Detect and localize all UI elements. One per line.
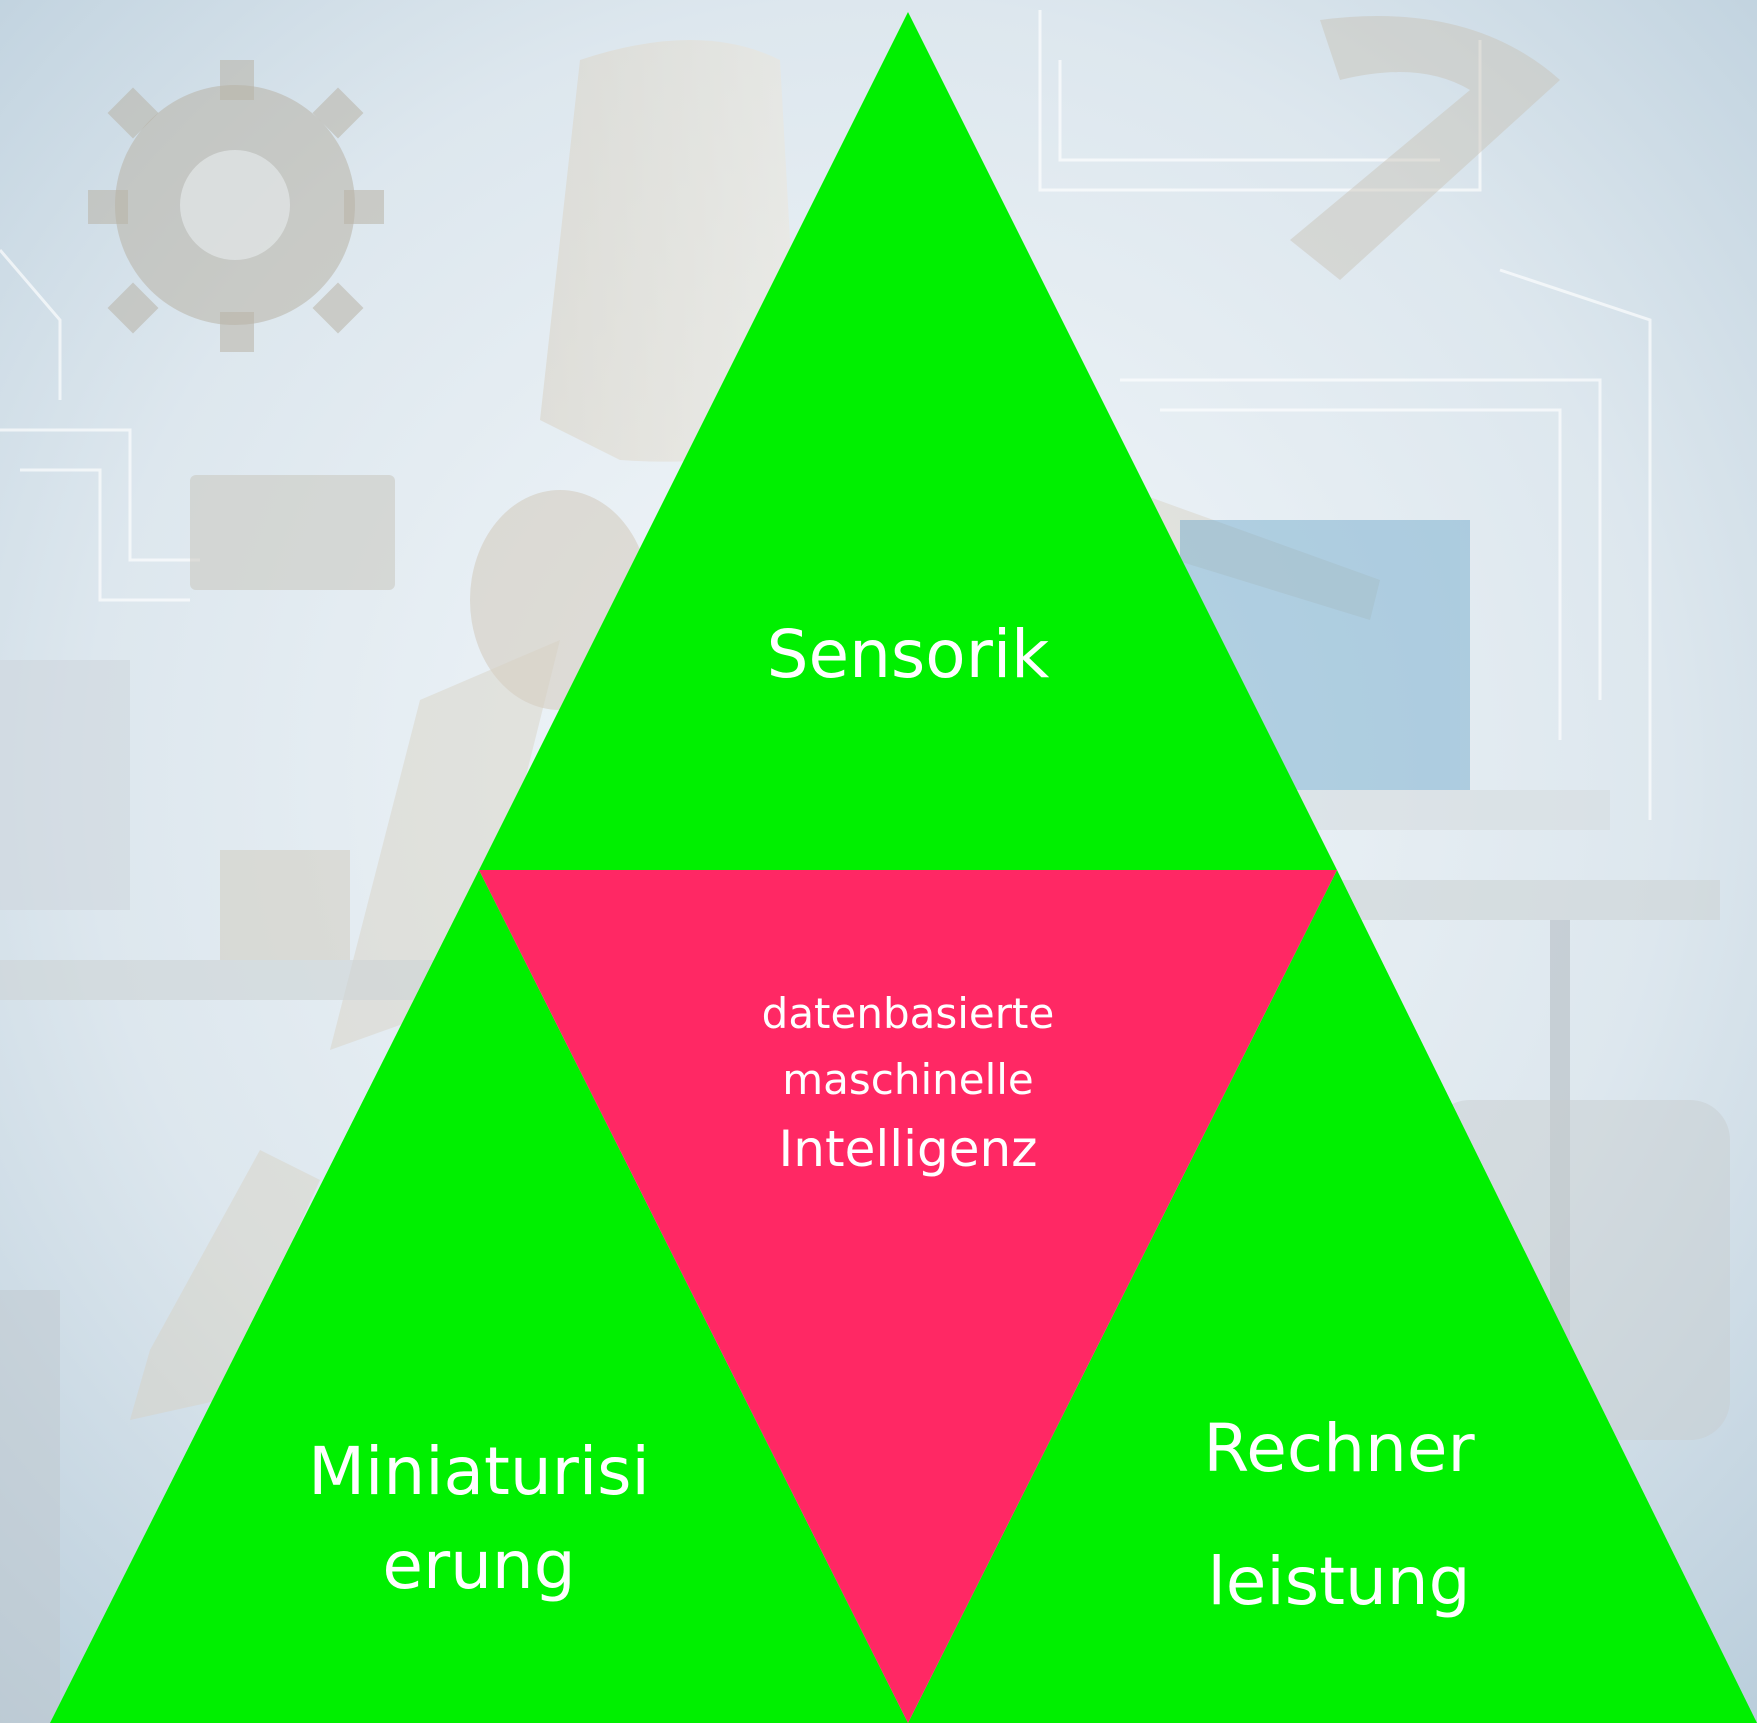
bottom-left-label-line-1: Miniaturisi (308, 1433, 650, 1510)
top-label: Sensorik (767, 616, 1051, 693)
top-triangle (479, 12, 1337, 870)
center-triangle (479, 870, 1337, 1723)
bottom-left-label-line-2: erung (382, 1527, 575, 1604)
bottom-right-label-line-1: Rechner (1203, 1410, 1475, 1487)
center-label-line-2: maschinelle (782, 1055, 1034, 1104)
center-label-line-1: datenbasierte (762, 989, 1055, 1038)
bottom-left-triangle (50, 870, 908, 1723)
bottom-right-label-line-2: leistung (1207, 1543, 1470, 1620)
center-label-line-3: Intelligenz (779, 1120, 1038, 1178)
bottom-right-triangle (908, 870, 1757, 1723)
